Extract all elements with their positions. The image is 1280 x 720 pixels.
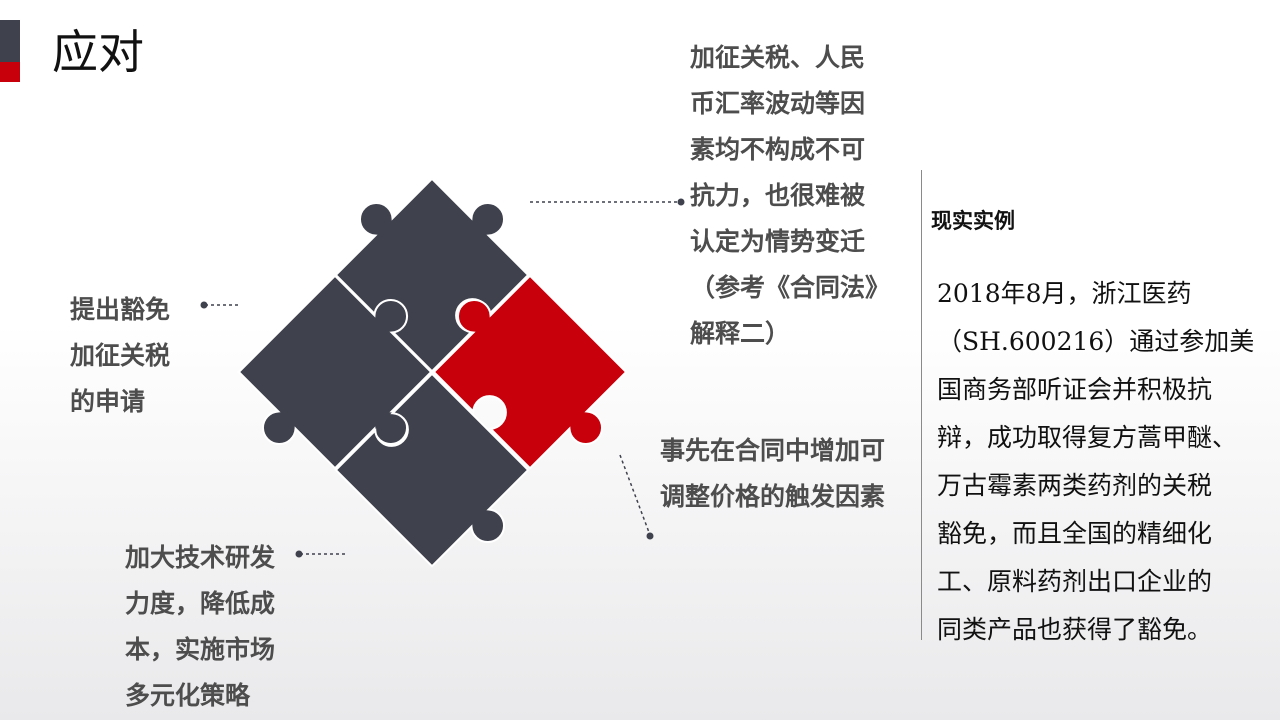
title-accent-dark: [0, 20, 20, 62]
label-line: 事先在合同中增加可: [660, 436, 886, 465]
label-line: 提出豁免: [70, 295, 171, 324]
label-tariff-exemption: 提出豁免 加征关税 的申请: [70, 287, 170, 425]
label-rd-strategy: 加大技术研发 力度，降低成 本，实施市场 多元化策略: [125, 535, 275, 719]
leader-line-right: [619, 454, 654, 540]
case-body: 2018年8月，浙江医药 （SH.600216）通过参加美 国商务部听证会并积极…: [937, 270, 1257, 654]
label-line: 认定为情势变迁: [690, 227, 866, 256]
puzzle-piece-bottom: [334, 372, 530, 568]
label-line: 的申请: [70, 387, 146, 416]
case-title: 现实实例: [931, 209, 1015, 233]
label-line: 加大技术研发: [125, 543, 276, 572]
label-line: 抗力，也很难被: [690, 181, 866, 210]
label-line: 本，实施市场: [125, 635, 276, 664]
label-line: 力度，降低成: [125, 589, 276, 618]
label-line: 素均不构成不可: [690, 135, 866, 164]
puzzle-piece-left: [237, 274, 433, 470]
case-line: 同类产品也获得了豁免。: [937, 615, 1213, 644]
leader-line-top-right: [530, 198, 685, 206]
case-line: 2018年8月，浙江医药: [937, 279, 1192, 308]
label-line: 加征关税: [70, 341, 171, 370]
label-line: 调整价格的触发因素: [660, 482, 886, 511]
title-accent-red: [0, 62, 20, 82]
leader-line-left: [200, 301, 240, 309]
label-force-majeure: 加征关税、人民 币汇率波动等因 素均不构成不可 抗力，也很难被 认定为情势变迁 …: [690, 35, 890, 357]
label-price-trigger: 事先在合同中增加可 调整价格的触发因素: [660, 428, 885, 520]
label-line: 加征关税、人民: [690, 43, 866, 72]
label-line: 多元化策略: [125, 681, 251, 710]
leader-line-bottom-left: [295, 550, 348, 558]
case-line: （SH.600216）通过参加美: [937, 327, 1255, 356]
label-line: 解释二）: [690, 319, 791, 348]
case-line: 万古霉素两类药剂的关税: [937, 471, 1213, 500]
case-line: 辩，成功取得复方蒿甲醚、: [937, 423, 1238, 452]
case-line: 工、原料药剂出口企业的: [937, 567, 1213, 596]
case-line: 豁免，而且全国的精细化: [937, 519, 1213, 548]
page-title: 应对: [52, 25, 144, 79]
puzzle-piece-red: [432, 274, 628, 470]
vertical-divider: [921, 170, 922, 640]
label-line: （参考《合同法》: [690, 273, 891, 302]
case-line: 国商务部听证会并积极抗: [937, 375, 1213, 404]
label-line: 币汇率波动等因: [690, 89, 866, 118]
